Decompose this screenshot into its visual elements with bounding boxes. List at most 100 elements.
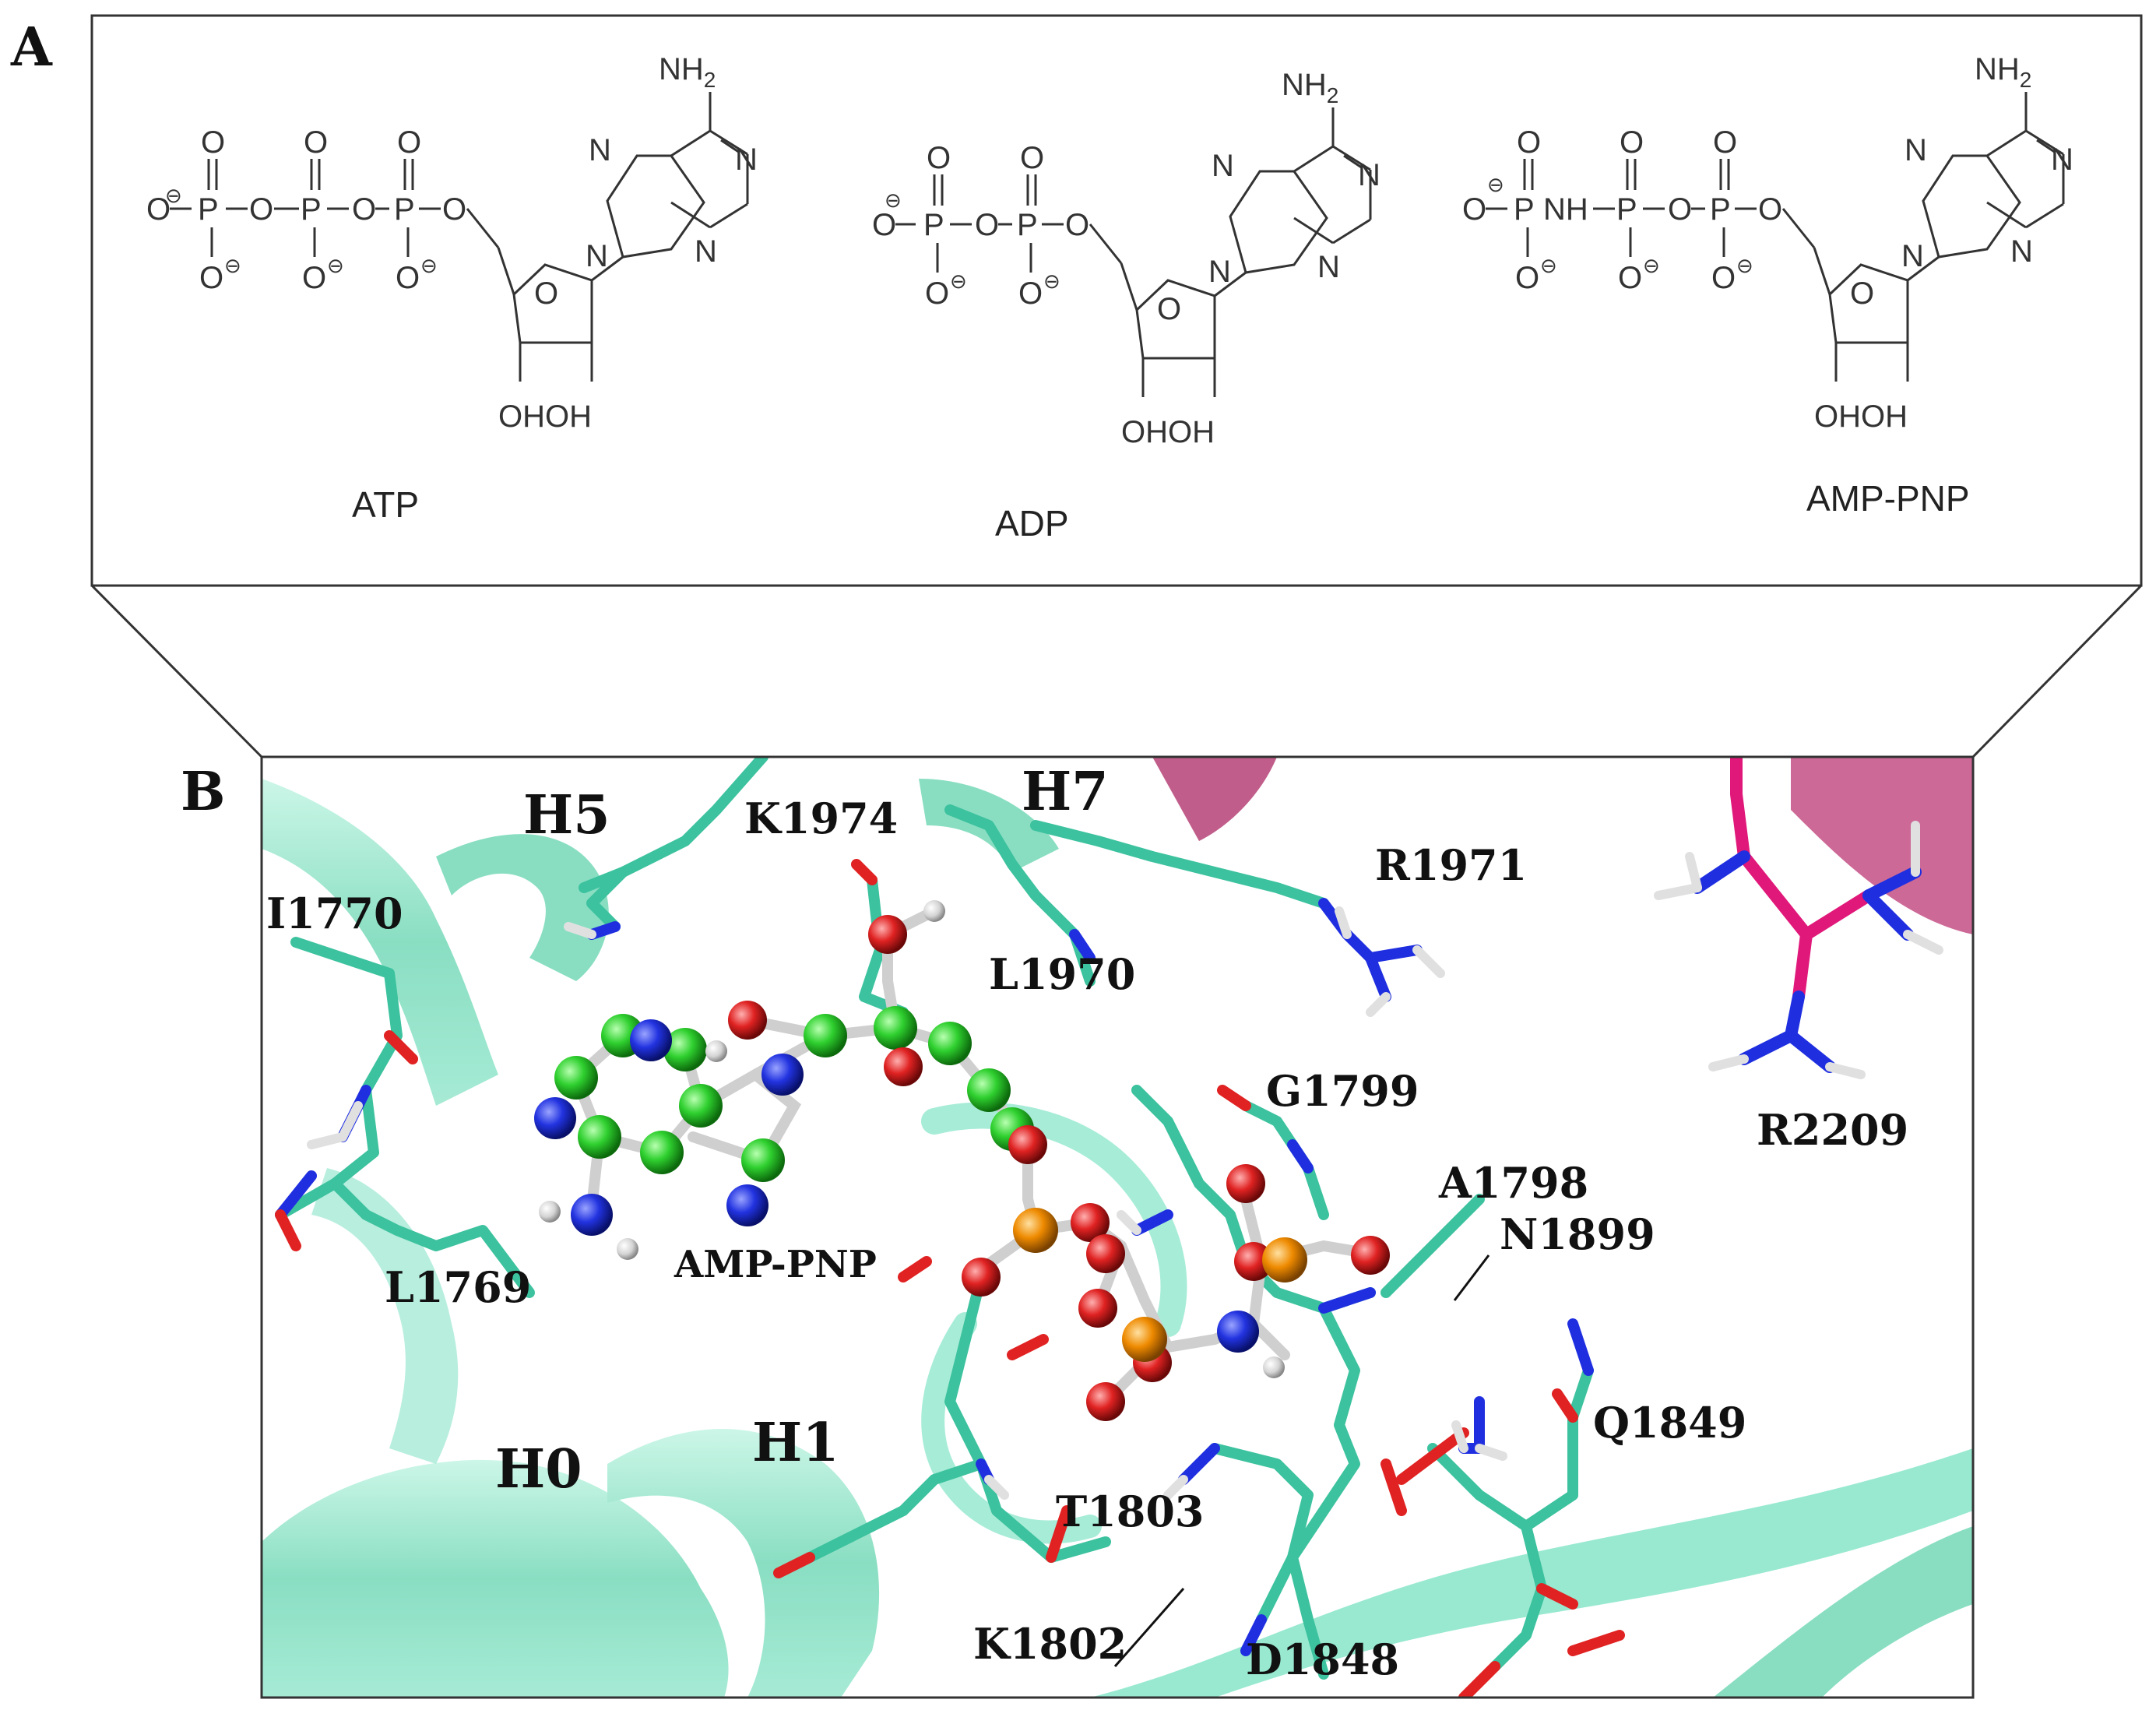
svg-text:P: P: [198, 192, 219, 227]
residue-label: I1770: [266, 888, 403, 938]
svg-text:O: O: [1157, 292, 1181, 326]
residue-label: K1974: [744, 793, 898, 843]
svg-text:⊖: ⊖: [1487, 173, 1504, 196]
helix-label: H0: [495, 1438, 582, 1501]
residue-label: Q1849: [1593, 1398, 1746, 1448]
svg-text:OHOH: OHOH: [498, 399, 592, 434]
svg-text:O: O: [199, 261, 223, 295]
residue-label: T1803: [1056, 1487, 1204, 1536]
svg-text:O: O: [302, 261, 326, 295]
svg-text:O: O: [1462, 192, 1486, 227]
panel-a-label: A: [10, 16, 53, 79]
svg-text:O: O: [1668, 192, 1692, 227]
svg-text:O: O: [1713, 125, 1737, 160]
svg-text:⊖: ⊖: [165, 184, 182, 207]
svg-text:NH2: NH2: [1975, 52, 2031, 92]
svg-text:N: N: [589, 133, 611, 167]
svg-text:P: P: [1514, 192, 1535, 227]
svg-text:O: O: [1020, 141, 1044, 175]
residue-label: L1970: [989, 949, 1135, 999]
molecule-name-adp: ADP: [995, 503, 1069, 544]
residue-label: R2209: [1757, 1105, 1908, 1155]
svg-text:O: O: [396, 261, 420, 295]
panel-b-frame: [260, 755, 1975, 1699]
svg-text:O: O: [304, 125, 328, 160]
svg-text:O: O: [1517, 125, 1541, 160]
residue-label: D1848: [1246, 1634, 1399, 1684]
svg-text:N: N: [2051, 142, 2073, 177]
residue-label: A1798: [1438, 1158, 1588, 1208]
helix-label: H5: [523, 784, 610, 846]
svg-text:NH2: NH2: [659, 52, 716, 92]
svg-text:O: O: [927, 141, 951, 175]
panel-b-label: B: [181, 761, 225, 823]
panel-b: B: [181, 755, 1975, 1699]
svg-text:O: O: [534, 276, 558, 311]
molecule-name-atp: ATP: [352, 484, 419, 525]
svg-text:O: O: [442, 192, 466, 227]
svg-text:O: O: [201, 125, 225, 160]
zoom-connector: [90, 584, 2143, 758]
svg-text:O: O: [249, 192, 273, 227]
svg-text:P: P: [923, 208, 944, 242]
svg-text:⊖: ⊖: [950, 269, 967, 293]
svg-text:NH: NH: [1543, 192, 1588, 227]
label-leaders: [1113, 1254, 1490, 1667]
svg-text:N: N: [1901, 239, 1924, 273]
panel-a-frame: [90, 14, 2143, 587]
svg-text:O: O: [1711, 261, 1736, 295]
svg-text:⊖: ⊖: [1043, 269, 1060, 293]
svg-text:N: N: [1905, 133, 1927, 167]
svg-text:P: P: [394, 192, 415, 227]
svg-text:OHOH: OHOH: [1121, 415, 1215, 449]
svg-text:NH2: NH2: [1282, 68, 1338, 107]
helix-label: H1: [752, 1412, 839, 1474]
svg-text:N: N: [735, 142, 758, 177]
svg-text:N: N: [1317, 250, 1340, 284]
svg-text:O: O: [1515, 261, 1539, 295]
svg-text:⊖: ⊖: [1643, 254, 1660, 277]
amp-pnp-ligand: [534, 900, 1390, 1421]
svg-text:⊖: ⊖: [885, 188, 902, 212]
residue-label: L1769: [385, 1262, 531, 1312]
svg-text:P: P: [1616, 192, 1637, 227]
helix-label: H7: [1022, 761, 1109, 823]
svg-text:O: O: [975, 208, 999, 242]
svg-text:N: N: [2010, 234, 2033, 269]
binding-site-render: [262, 757, 1973, 1698]
svg-text:N: N: [1358, 158, 1380, 192]
molecule-name-amp-pnp: AMP-PNP: [1806, 478, 1970, 519]
residue-label: K1802: [973, 1619, 1127, 1669]
svg-text:O: O: [397, 125, 421, 160]
svg-text:O: O: [872, 208, 896, 242]
residue-label: R1971: [1375, 840, 1527, 890]
svg-text:N: N: [695, 234, 717, 269]
svg-text:P: P: [1710, 192, 1731, 227]
svg-text:O: O: [925, 276, 949, 311]
svg-text:N: N: [1208, 255, 1231, 289]
svg-text:O: O: [1065, 208, 1089, 242]
svg-text:O: O: [1618, 261, 1642, 295]
protein-sticks: [275, 757, 1943, 1698]
helix-labels: H5 H7 H0 H1: [495, 761, 1109, 1501]
svg-text:P: P: [1017, 208, 1038, 242]
svg-text:N: N: [1212, 149, 1234, 183]
svg-text:⊖: ⊖: [420, 254, 438, 277]
svg-text:⊖: ⊖: [327, 254, 344, 277]
svg-text:O: O: [146, 192, 171, 227]
residue-label: N1899: [1500, 1209, 1655, 1259]
residue-label: G1799: [1266, 1066, 1419, 1116]
svg-text:O: O: [1758, 192, 1782, 227]
residue-label: AMP-PNP: [674, 1243, 877, 1286]
svg-text:O: O: [1850, 276, 1874, 311]
svg-text:⊖: ⊖: [1540, 254, 1557, 277]
svg-text:⊖: ⊖: [224, 254, 241, 277]
svg-text:OHOH: OHOH: [1814, 399, 1908, 434]
svg-text:O: O: [1620, 125, 1644, 160]
residue-labels: K1974 R1971 I1770 L1970 G1799 R2209 A179…: [266, 793, 1908, 1684]
